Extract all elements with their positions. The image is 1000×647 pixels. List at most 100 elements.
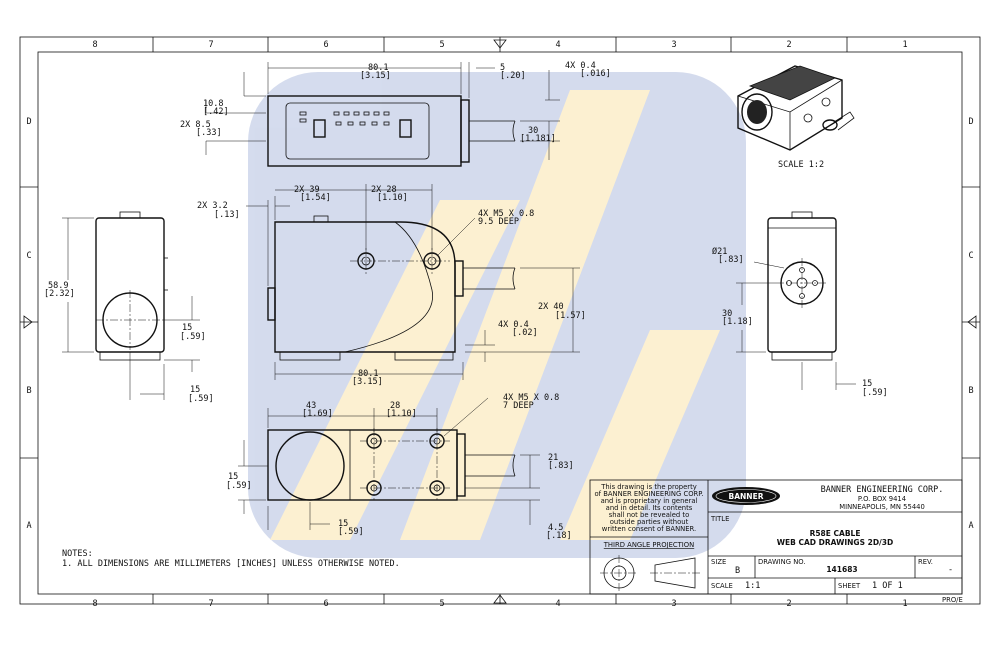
proprietary-line-3: and is proprietary in general: [601, 497, 698, 505]
dim-top-5-in: [.20]: [500, 71, 526, 81]
proprietary-line-7: written consent of BANNER.: [602, 525, 696, 533]
dim-top-4x04-in: [.016]: [580, 69, 611, 79]
proprietary-line-5: shall not be revealed to: [609, 511, 689, 519]
dim-bot-45: 4.5: [548, 523, 563, 533]
col-label-1-bottom: 1: [902, 599, 907, 609]
title-label: TITLE: [710, 515, 729, 523]
pro-e-label: PRO/E: [942, 596, 963, 604]
dim-bot-45-in: [.18]: [546, 531, 572, 541]
dim-front-m5-deep: 9.5 DEEP: [478, 217, 519, 227]
dim-right-d21: Ø21: [712, 246, 727, 257]
rev-value: -: [948, 565, 953, 575]
dim-bot-15-in: [.59]: [226, 481, 252, 491]
col-label-4-bottom: 4: [555, 599, 560, 609]
sheet-value: 1 OF 1: [872, 581, 903, 591]
company-name: BANNER ENGINEERING CORP.: [821, 485, 944, 495]
dim-left-15b: 15: [190, 385, 200, 395]
col-label-3-bottom: 3: [671, 599, 676, 609]
company-address-2: MINNEAPOLIS, MN 55440: [839, 503, 925, 511]
col-label-8-bottom: 8: [92, 599, 97, 609]
third-angle-projection-symbol: [600, 555, 700, 591]
isometric-view: SCALE 1:2: [737, 65, 855, 170]
dim-right-d21-in: [.83]: [718, 255, 744, 265]
dim-bot-43: 43: [306, 401, 316, 411]
row-label-a-left: A: [26, 521, 31, 531]
dim-right-30-in: [1.18]: [722, 317, 753, 327]
projection-label: THIRD ANGLE PROJECTION: [603, 541, 694, 549]
dim-bot-15b: 15: [338, 519, 348, 529]
iso-cable: [833, 111, 855, 131]
dim-top-width: 80.1: [368, 63, 388, 73]
title-line-2: WEB CAD DRAWINGS 2D/3D: [777, 538, 893, 547]
watermark-background: [248, 72, 746, 558]
proprietary-line-2: of BANNER ENGINEERING CORP.: [595, 490, 704, 498]
dim-top-2x85-in: [.33]: [196, 128, 222, 138]
top-view-button-right: [399, 119, 412, 138]
dim-top-2x85: 2X 8.5: [180, 120, 211, 130]
dim-left-15b-in: [.59]: [188, 394, 214, 404]
front-view: 2X 39 [1.54] 2X 28 [1.10] 2X 3.2 [.13] 4…: [197, 184, 586, 387]
col-label-7-bottom: 7: [208, 599, 213, 609]
col-label-2-bottom: 2: [786, 599, 791, 609]
watermark-logo: [248, 72, 746, 558]
top-view: 80.1 [3.15] 5 [.20] 4X 0.4 [.016] 10.8 […: [180, 61, 611, 167]
top-view-panel: [285, 102, 430, 160]
dim-front-4x04-in: [.02]: [512, 328, 538, 338]
dim-bot-15: 15: [228, 472, 238, 482]
title-line-1: R58E CABLE: [810, 529, 861, 538]
dim-bot-28: 28: [390, 401, 400, 411]
dim-top-5: 5: [500, 63, 505, 73]
dim-top-108: 10.8: [203, 99, 223, 109]
bottom-view: 43 [1.69] 28 [1.10] 4X M5 X 0.8 7 DEEP 2…: [226, 393, 574, 541]
col-label-5-bottom: 5: [439, 599, 444, 609]
dim-left-589-in: [2.32]: [44, 289, 75, 299]
right-side-view: Ø21 [.83] 30 [1.18] 15 [.59]: [712, 211, 888, 398]
dim-right-15-in: [.59]: [862, 388, 888, 398]
row-label-b-right: B: [968, 386, 973, 396]
row-label-d-left: D: [26, 117, 31, 127]
dim-front-2x32: 2X 3.2: [197, 201, 228, 211]
bottom-view-lens: [275, 431, 345, 501]
notes: NOTES: 1. ALL DIMENSIONS ARE MILLIMETERS…: [62, 549, 400, 569]
row-label-a-right: A: [968, 521, 973, 531]
rev-label: REV.: [918, 558, 933, 566]
col-label-6-bottom: 6: [323, 599, 328, 609]
col-label-5: 5: [439, 40, 444, 50]
dim-front-2x39: 2X 39: [294, 185, 320, 195]
proprietary-line-1: This drawing is the property: [600, 483, 697, 491]
dim-bot-15b-in: [.59]: [338, 527, 364, 537]
col-label-8: 8: [92, 40, 97, 50]
col-label-7: 7: [208, 40, 213, 50]
dim-right-30: 30: [722, 309, 732, 319]
sheet-label: SHEET: [838, 582, 861, 590]
iso-scale-label: SCALE 1:2: [778, 160, 824, 170]
dim-bot-m5-deep: 7 DEEP: [503, 401, 534, 411]
proprietary-line-4: and in detail. Its contents: [606, 504, 693, 512]
dim-bot-21: 21: [548, 453, 558, 463]
notes-heading: NOTES:: [62, 549, 93, 559]
iso-top-panel: [748, 65, 837, 101]
col-label-2: 2: [786, 40, 791, 50]
dim-front-2x40: 2X 40: [538, 302, 564, 312]
dim-top-4x04: 4X 0.4: [565, 61, 596, 71]
row-label-d-right: D: [968, 117, 973, 127]
banner-logo: BANNER: [712, 487, 780, 505]
watermark-stripe-3: [560, 330, 720, 540]
dim-top-width-in: [3.15]: [360, 71, 391, 81]
left-side-view: 58.9 [2.32] 15 [.59] 15 [.59]: [44, 211, 214, 404]
row-label-c-right: C: [968, 251, 973, 261]
watermark-stripe-1: [270, 200, 520, 540]
col-label-1: 1: [902, 40, 907, 50]
dim-front-m5: 4X M5 X 0.8: [478, 209, 534, 219]
dim-bot-43-in: [1.69]: [302, 409, 333, 419]
dim-front-2x40-in: [1.57]: [555, 311, 586, 321]
dim-left-15: 15: [182, 323, 192, 333]
proprietary-line-6: outside parties without: [610, 518, 689, 526]
dim-top-30-in: [1.181]: [520, 134, 556, 144]
notes-line-1: 1. ALL DIMENSIONS ARE MILLIMETERS [INCHE…: [62, 559, 400, 569]
dim-front-2x32-in: [.13]: [214, 210, 240, 220]
dim-front-2x28-in: [1.10]: [377, 193, 408, 203]
dim-top-30: 30: [528, 126, 538, 136]
company-address-1: P.O. BOX 9414: [858, 495, 906, 503]
